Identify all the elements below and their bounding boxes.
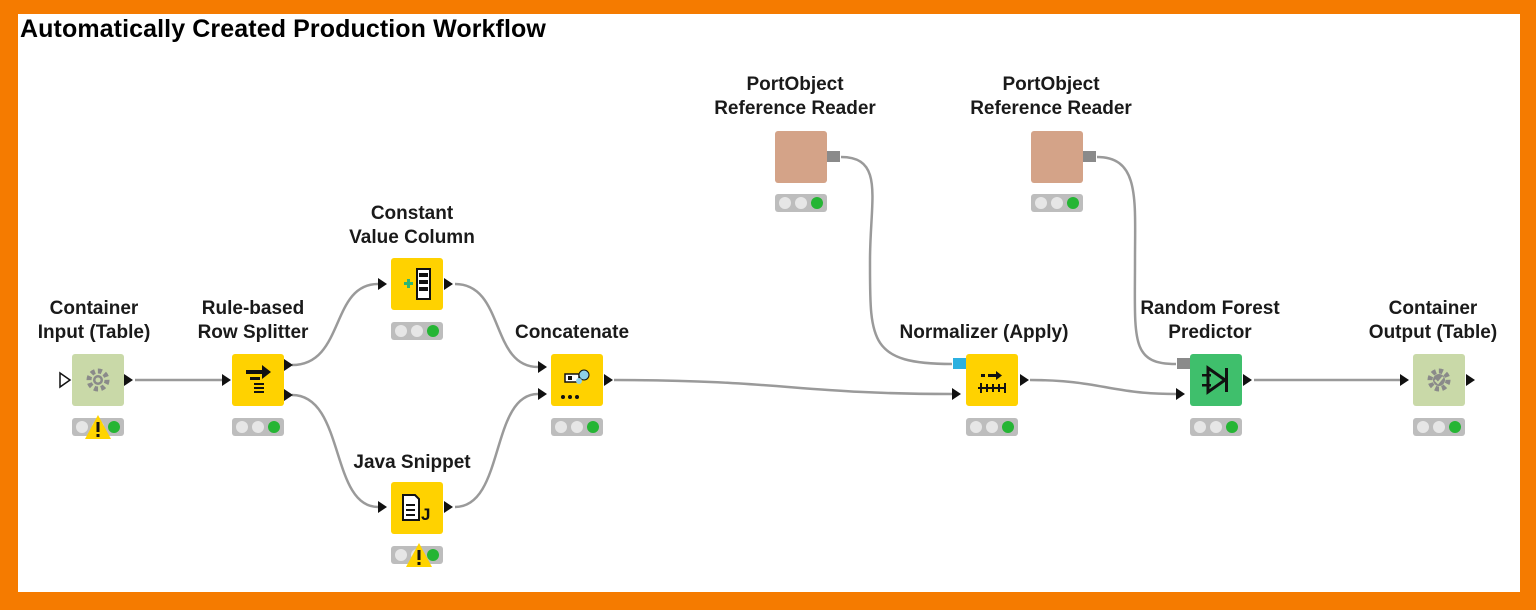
container-input-label: Container Input (Table) <box>37 298 151 343</box>
edge-concatenate-to-normalizer[interactable] <box>613 378 953 396</box>
reader-1-node[interactable] <box>775 131 827 183</box>
java-document-icon: J <box>402 494 430 524</box>
edge-java-to-concatenate[interactable] <box>454 392 539 509</box>
reader-2-node[interactable] <box>1031 131 1083 183</box>
row-splitter-node[interactable] <box>232 354 284 406</box>
constant-value-node[interactable] <box>391 258 443 310</box>
warning-icon <box>406 543 432 567</box>
container-output-node[interactable] <box>1413 354 1465 406</box>
page-title: Automatically Created Production Workflo… <box>20 15 546 43</box>
reader-2-status <box>1031 194 1083 212</box>
concatenate-node[interactable] <box>551 354 603 406</box>
edge-normalizer-to-predictor[interactable] <box>1029 378 1177 396</box>
normalizer-status <box>966 418 1018 436</box>
random-forest-status <box>1190 418 1242 436</box>
edge-splitter-to-java[interactable] <box>291 393 379 509</box>
random-forest-label: Random Forest Predictor <box>1140 298 1280 343</box>
predictor-model-port <box>1177 358 1190 369</box>
java-snippet-node[interactable]: J <box>391 482 443 534</box>
normalizer-icon <box>978 371 1006 393</box>
reader-2-label: PortObject Reference Reader <box>970 74 1132 119</box>
normalizer-node[interactable] <box>966 354 1018 406</box>
edge-reader2-to-predictor[interactable] <box>1096 155 1177 366</box>
container-output-status <box>1413 418 1465 436</box>
constant-value-status <box>391 322 443 340</box>
workflow-canvas <box>18 14 1520 592</box>
concatenate-icon <box>561 369 590 399</box>
reader2-output-port <box>1083 151 1096 162</box>
row-split-arrows-icon <box>246 365 271 393</box>
reader-1-status <box>775 194 827 212</box>
add-column-icon <box>404 268 431 300</box>
reader1-output-port <box>827 151 840 162</box>
row-splitter-label: Rule-based Row Splitter <box>197 298 309 343</box>
warning-icon <box>85 415 111 439</box>
java-snippet-label: Java Snippet <box>353 452 471 473</box>
edge-splitter-to-constant[interactable] <box>291 282 379 367</box>
concatenate-label: Concatenate <box>514 322 630 343</box>
svg-text:J: J <box>421 505 430 524</box>
container-output-label: Container Output (Table) <box>1368 298 1498 343</box>
predictor-icon <box>1202 365 1228 395</box>
random-forest-node[interactable] <box>1190 354 1242 406</box>
container-input-node[interactable] <box>72 354 124 406</box>
container-input-port-icon <box>59 371 72 389</box>
edge-constant-to-concatenate[interactable] <box>454 282 539 369</box>
gear-icon <box>86 368 110 392</box>
gear-check-icon <box>1427 368 1451 392</box>
normalizer-label: Normalizer (Apply) <box>899 322 1069 343</box>
normalizer-model-port <box>953 358 966 369</box>
constant-value-label: Constant Value Column <box>349 203 475 248</box>
row-splitter-status <box>232 418 284 436</box>
concatenate-status <box>551 418 603 436</box>
edge-reader1-to-normalizer[interactable] <box>840 155 953 366</box>
reader-1-label: PortObject Reference Reader <box>714 74 876 119</box>
